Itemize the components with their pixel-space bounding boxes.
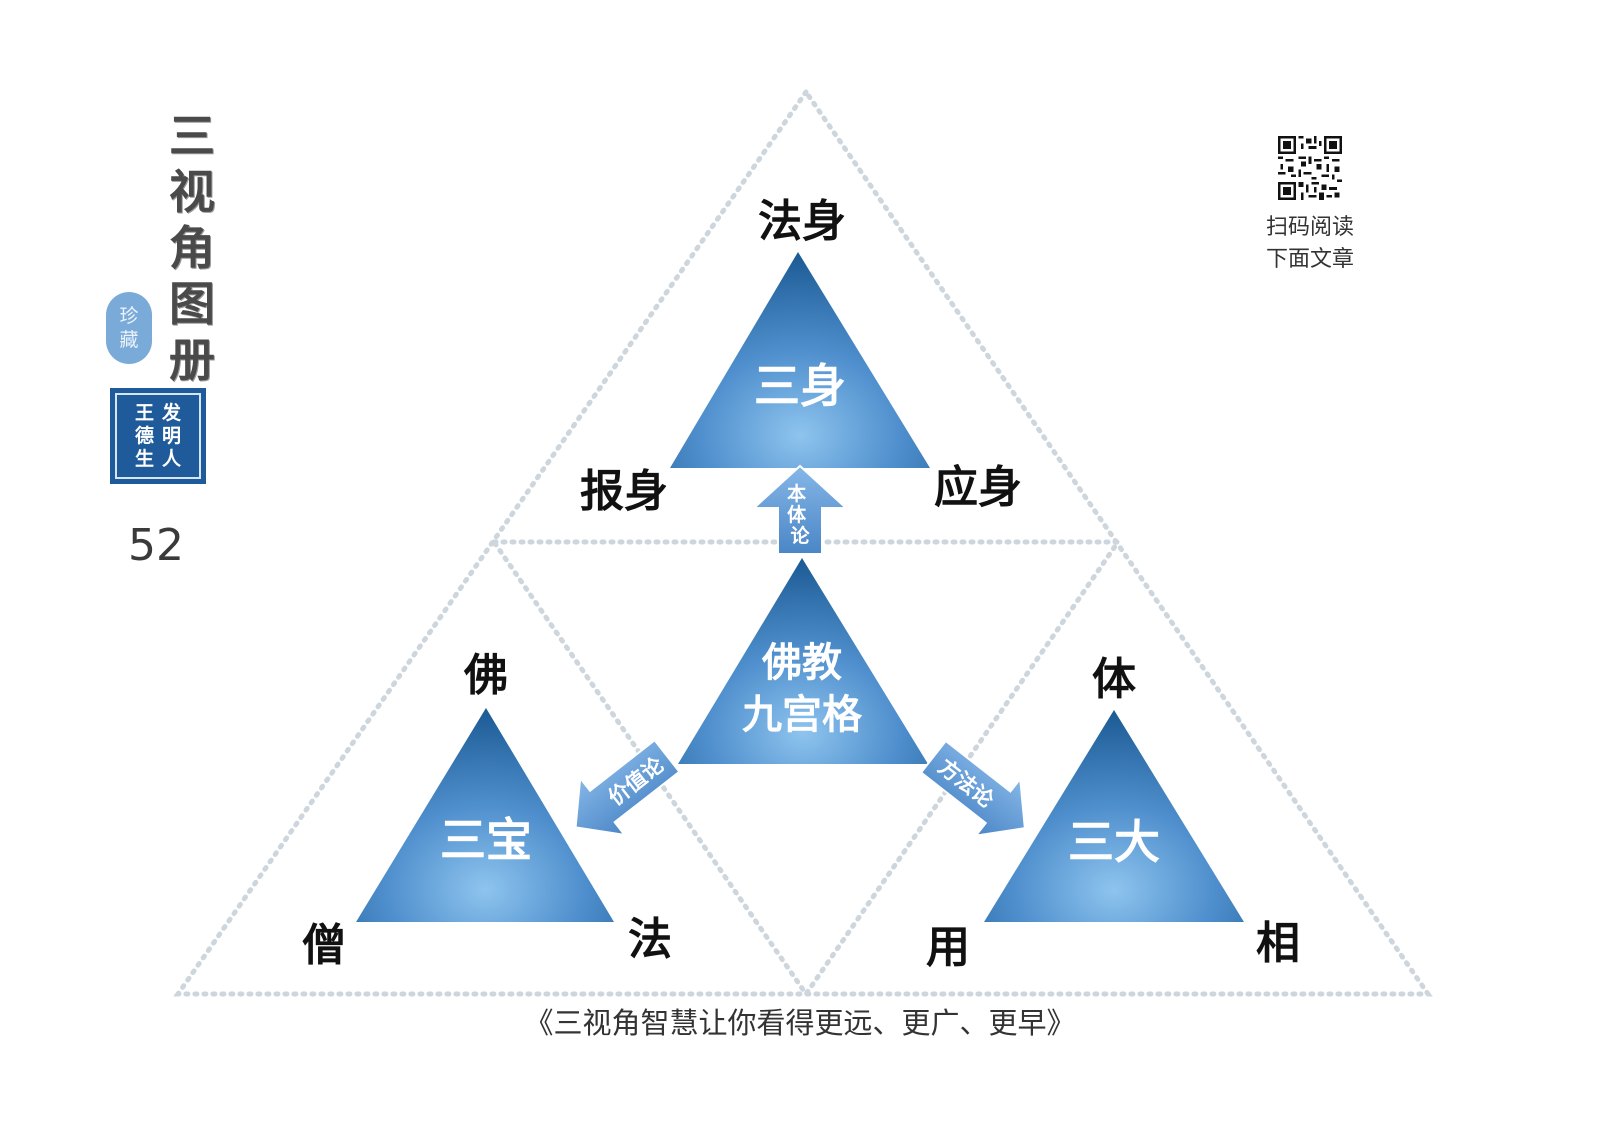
right-right-label: 相 [1256, 918, 1300, 969]
left-triangle-group: 三宝 佛 僧 法 [302, 650, 672, 971]
left-triangle [356, 708, 614, 922]
ontology-arrow: 本 体 论 [751, 464, 849, 555]
top-triangle-title: 三身 [754, 359, 846, 413]
seal-char: 王 [134, 401, 154, 424]
page-number: 52 [128, 520, 184, 571]
top-left-label: 报身 [580, 466, 668, 517]
ontology-arrow-label: 本 体 论 [787, 482, 813, 547]
title-char: 视 [169, 165, 215, 219]
collection-seal: 珍 藏 [106, 292, 152, 364]
left-triangle-title: 三宝 [440, 813, 532, 867]
top-apex-label: 法身 [758, 196, 846, 247]
right-triangle-title: 三大 [1068, 815, 1160, 869]
left-left-label: 僧 [302, 920, 346, 971]
value-arrow: 价值论 [574, 738, 681, 837]
title-char: 册 [169, 333, 215, 387]
right-apex-label: 体 [1092, 654, 1136, 705]
center-triangle-group: 佛教 九宫格 [678, 558, 928, 764]
seal-char: 生 [134, 447, 154, 470]
left-right-label: 法 [628, 914, 672, 965]
seal-char: 德 [134, 424, 154, 447]
top-right-label: 应身 [934, 462, 1022, 513]
qr-caption: 扫码阅读 下面文章 [1254, 212, 1366, 276]
top-triangle [670, 252, 930, 468]
seal-char: 藏 [119, 329, 139, 351]
inventor-seal-col-right: 发 明 人 [162, 402, 181, 471]
seal-char: 明 [162, 424, 182, 447]
title-char: 图 [169, 277, 215, 331]
qr-caption-line1: 扫码阅读 [1265, 215, 1354, 240]
method-arrow: 方法论 [919, 739, 1026, 837]
center-title-line2: 九宫格 [742, 692, 863, 738]
seal-char: 发 [162, 401, 182, 424]
inventor-seal: 发 明 人 王 德 生 [110, 388, 206, 484]
qr-code-icon[interactable] [1278, 136, 1342, 200]
right-left-label: 用 [926, 922, 970, 973]
right-triangle [984, 710, 1244, 922]
inventor-seal-col-left: 王 德 生 [135, 402, 154, 471]
center-triangle [678, 558, 928, 764]
book-title-vertical: 三 视 角 图 册 [164, 108, 220, 388]
center-title-line1: 佛教 [761, 640, 842, 686]
left-apex-label: 佛 [463, 650, 508, 701]
title-char: 三 [169, 109, 215, 163]
title-char: 角 [169, 221, 215, 275]
qr-caption-line2: 下面文章 [1265, 247, 1354, 272]
footer-slogan: 《三视角智慧让你看得更远、更广、更早》 [524, 1006, 1076, 1040]
seal-char: 珍 [119, 305, 139, 327]
top-triangle-group: 三身 法身 报身 应身 [580, 196, 1022, 517]
right-triangle-group: 三大 体 用 相 [926, 654, 1300, 973]
seal-char: 人 [162, 447, 182, 470]
